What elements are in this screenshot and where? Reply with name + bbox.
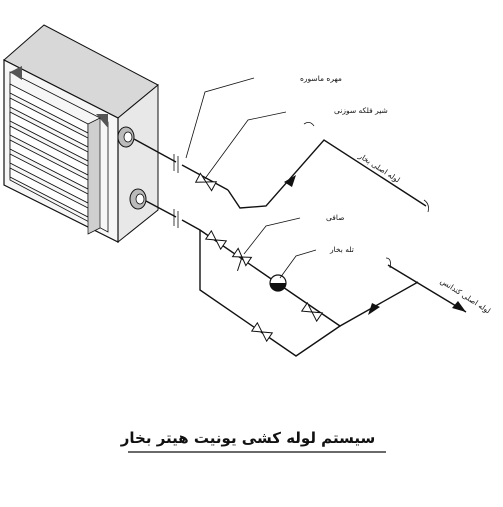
valve-icon bbox=[250, 321, 274, 343]
label-strainer: صافی bbox=[326, 213, 345, 222]
label-condensate-main: لوله اصلی کندانس bbox=[439, 276, 492, 315]
condensate-return-pipe bbox=[145, 200, 467, 357]
main-pipe-ends bbox=[303, 122, 429, 269]
valve-icon bbox=[194, 172, 218, 192]
unit-heater-icon bbox=[3, 24, 159, 244]
flow-arrow-icon bbox=[284, 175, 466, 315]
valve-icon bbox=[204, 229, 228, 251]
label-steam-main: لوله اصلی بخار bbox=[356, 151, 401, 185]
label-union: مهره ماسوره bbox=[300, 74, 342, 83]
valve-icon bbox=[300, 301, 324, 323]
label-needle-valve: شیر فلکه سوزنی bbox=[334, 106, 388, 115]
leader-lines bbox=[185, 77, 317, 279]
steam-supply-pipe bbox=[133, 138, 427, 209]
diagram-caption: سیستم لوله کشی یونیت هیتر بخار bbox=[120, 429, 375, 447]
label-steam-trap: تله بخار bbox=[329, 245, 354, 254]
steam-trap-icon bbox=[269, 274, 287, 292]
union-fitting bbox=[173, 154, 179, 228]
strainer-icon bbox=[231, 247, 253, 271]
